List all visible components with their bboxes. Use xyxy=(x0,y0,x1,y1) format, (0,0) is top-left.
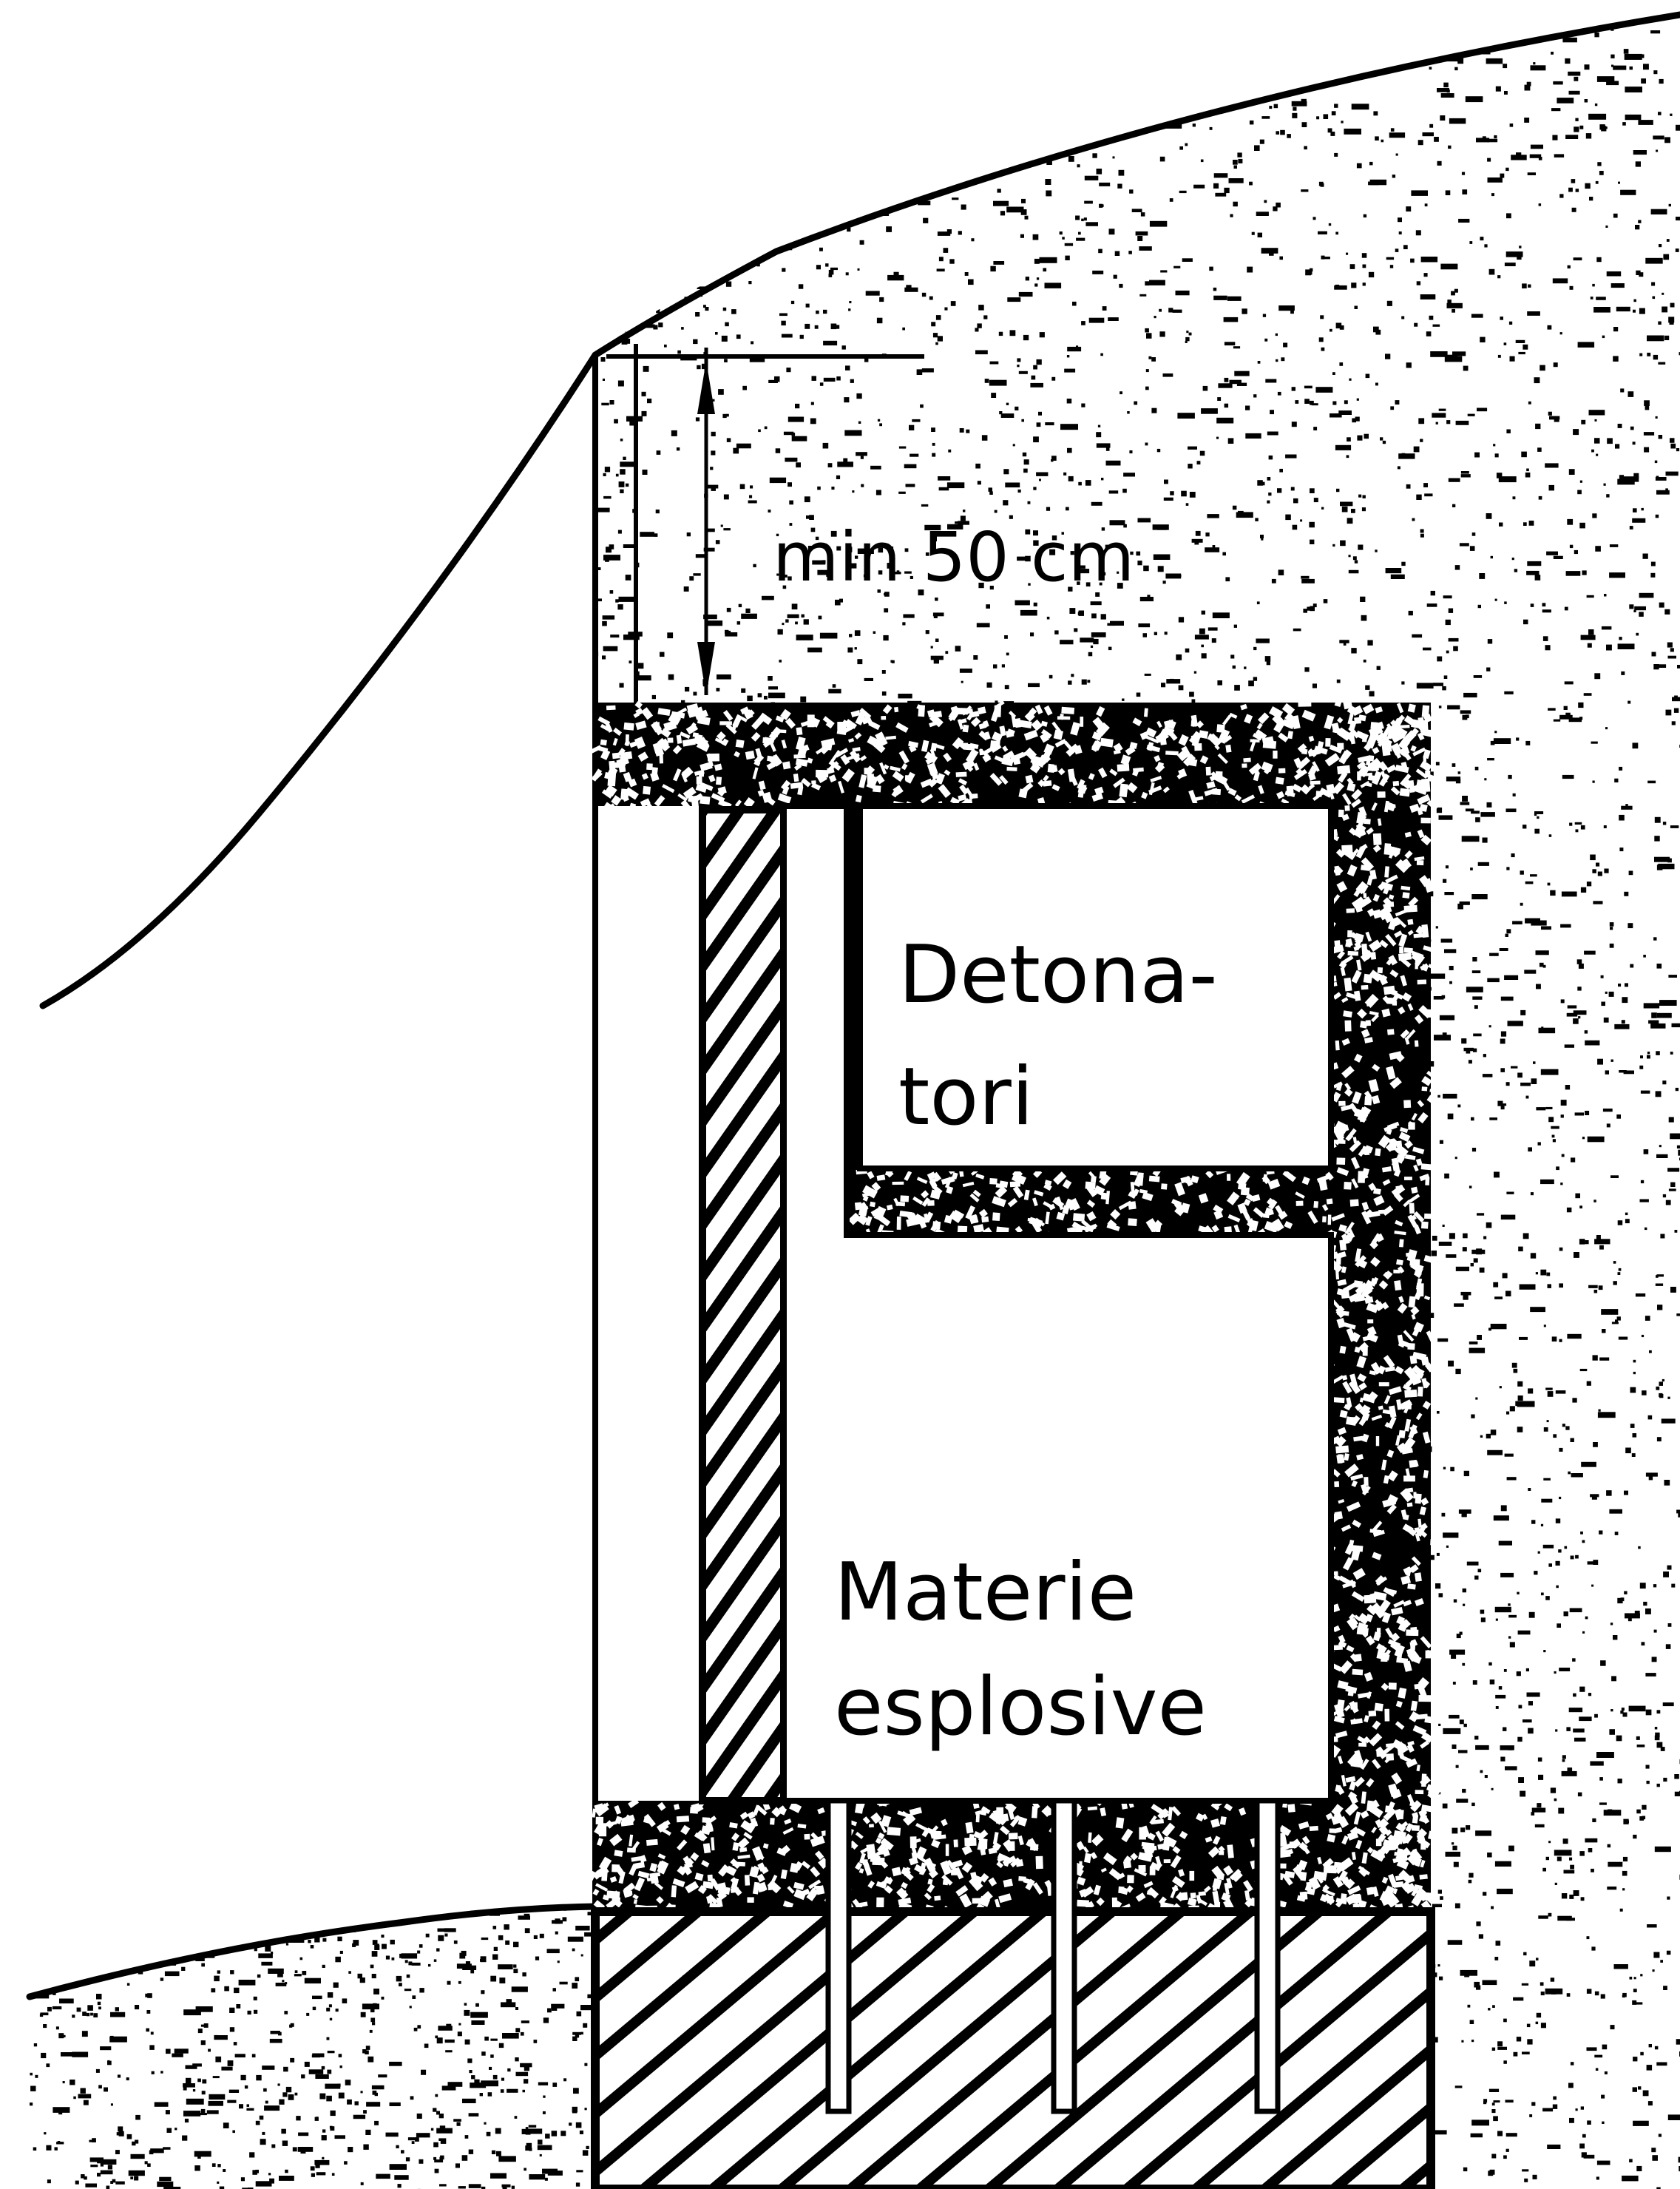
explosives-label-line1: Materie xyxy=(834,1546,1137,1639)
dimension-arrow-up xyxy=(697,361,715,414)
dimension-label: min 50 cm xyxy=(773,518,1134,597)
soil-stipple-ground xyxy=(30,1907,595,2189)
timber-lining xyxy=(699,806,788,1804)
explosives-room xyxy=(781,803,1334,1804)
detonators-label-line2: tori xyxy=(898,1051,1034,1143)
ground-line xyxy=(26,1903,599,2000)
hillside-outline xyxy=(39,11,1680,1009)
anchor-piles xyxy=(825,1798,1281,2114)
foundation-block xyxy=(591,1907,1435,2189)
detonator-room xyxy=(857,803,1334,1171)
explosives-label-line2: esplosive xyxy=(834,1661,1207,1753)
dimension-arrow-down xyxy=(697,642,715,695)
detonators-label-line1: Detona- xyxy=(898,929,1218,1021)
